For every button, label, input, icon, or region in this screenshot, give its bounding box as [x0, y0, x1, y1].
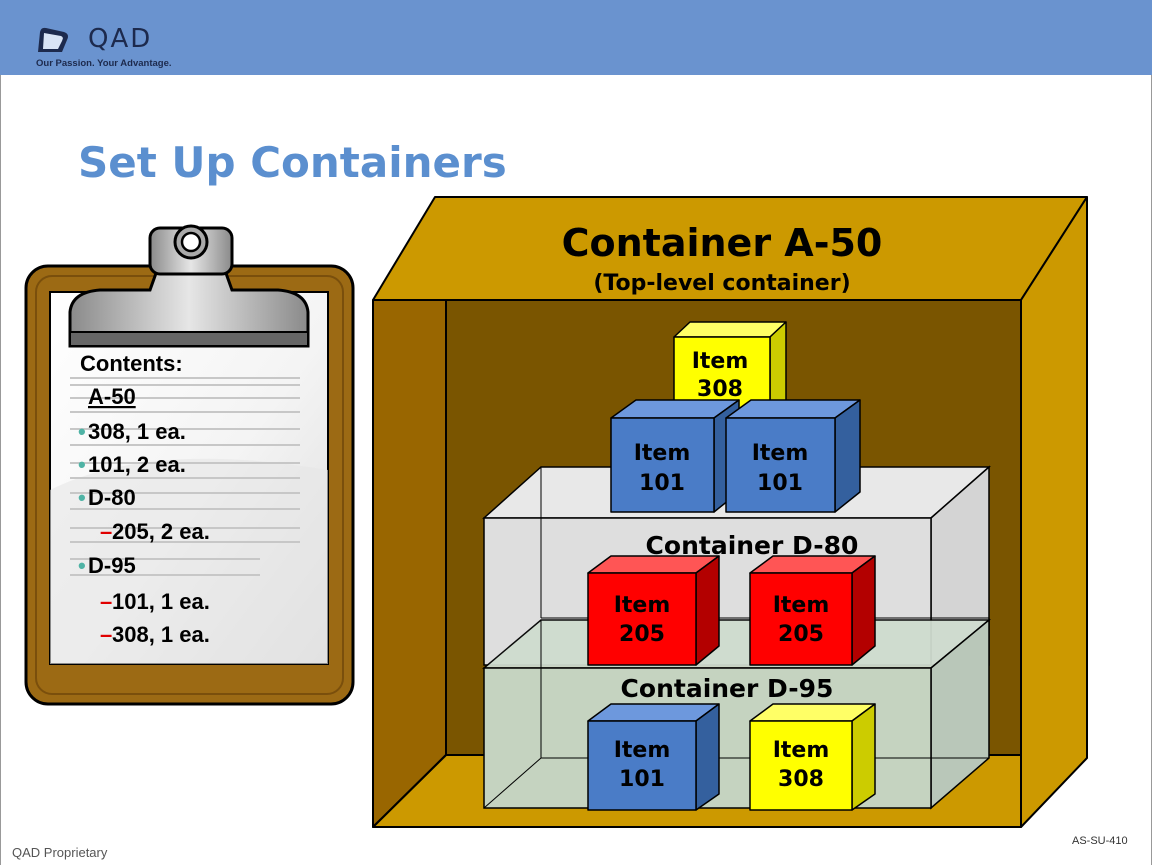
clipboard-bullet-2: • [78, 452, 86, 477]
qad-logo-icon [38, 27, 68, 52]
slide-title: Set Up Containers [78, 138, 507, 187]
clipboard: Contents: A-50 • 308, 1 ea. • 101, 2 ea.… [24, 224, 355, 706]
item-308-top-line1: Item [692, 349, 749, 374]
item-cube-101-left: Item 101 [610, 399, 740, 513]
clipboard-line-d95: D-95 [88, 553, 136, 578]
item-205-b-line1: Item [773, 593, 830, 618]
clipboard-bullet-4: • [78, 553, 86, 578]
item-cube-101-right: Item 101 [725, 399, 861, 513]
clipboard-line-a50: A-50 [88, 384, 136, 409]
clipboard-clip [68, 224, 310, 348]
item-101-d95-line2: 101 [619, 767, 665, 792]
item-205-b-line2: 205 [778, 622, 824, 647]
item-cube-101-d95: Item 101 [587, 703, 720, 811]
item-205-a-line1: Item [614, 593, 671, 618]
item-101-right-line1: Item [752, 441, 809, 466]
clipboard-line-308: 308, 1 ea. [88, 419, 186, 444]
clipboard-line-101: 101, 2 ea. [88, 452, 186, 477]
item-308-d95-line1: Item [773, 738, 830, 763]
item-101-d95-line1: Item [614, 738, 671, 763]
clipboard-dash-3: – [100, 622, 112, 647]
item-101-left-line2: 101 [639, 471, 685, 496]
container-d95-title: Container D-95 [621, 674, 834, 703]
footer-slide-code: AS-SU-410 [1072, 835, 1128, 847]
crate-right-side [1020, 196, 1088, 828]
item-308-d95-line2: 308 [778, 767, 824, 792]
clipboard-line-205: 205, 2 ea. [112, 519, 210, 544]
item-cube-308-d95: Item 308 [749, 703, 876, 811]
clipboard-line-101b: 101, 1 ea. [112, 589, 210, 614]
logo-tagline: Our Passion. Your Advantage. [36, 58, 172, 69]
container-d95 [481, 618, 992, 810]
clipboard-heading: Contents: [80, 351, 183, 376]
container-d80-title: Container D-80 [646, 531, 859, 560]
crate-left-front [372, 299, 447, 828]
clipboard-paper-shade [50, 458, 328, 664]
slide-frame-left [0, 75, 1, 865]
clipboard-bullet-1: • [78, 419, 86, 444]
header-bar: QAD Our Passion. Your Advantage. [0, 0, 1152, 75]
container-a50-subtitle: (Top-level container) [593, 271, 850, 296]
clipboard-bullet-3: • [78, 485, 86, 510]
item-205-a-line2: 205 [619, 622, 665, 647]
item-cube-205-b: Item 205 [749, 555, 876, 666]
logo-wordmark: QAD [88, 24, 153, 54]
container-a50-title: Container A-50 [562, 221, 883, 265]
footer-proprietary: QAD Proprietary [12, 845, 108, 860]
clipboard-dash-1: – [100, 519, 112, 544]
item-101-left-line1: Item [634, 441, 691, 466]
item-308-top-line2: 308 [697, 377, 743, 402]
item-101-right-line2: 101 [757, 471, 803, 496]
clipboard-rule-lines [70, 377, 300, 576]
clipboard-line-308b: 308, 1 ea. [112, 622, 210, 647]
clipboard-dash-2: – [100, 589, 112, 614]
item-cube-205-a: Item 205 [587, 555, 720, 666]
clipboard-line-d80: D-80 [88, 485, 136, 510]
